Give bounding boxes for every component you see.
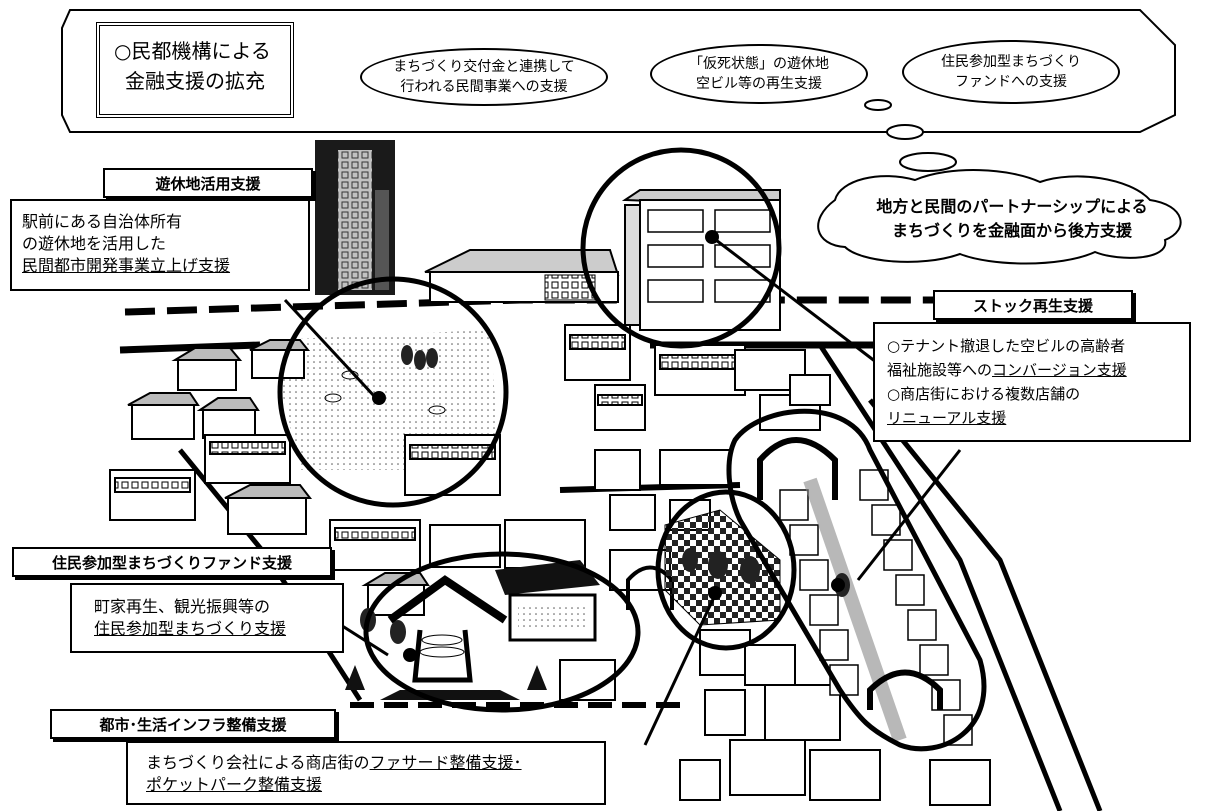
idle-land-header: 遊休地活用支援 bbox=[103, 168, 313, 198]
bubble-koufukin: まちづくり交付金と連携して 行われる民間事業への支援 bbox=[360, 48, 608, 106]
stock-box: ○テナント撤退した空ビルの高齢者 福祉施設等へのコンバージョン支援 ○商店街にお… bbox=[873, 322, 1191, 442]
office-building bbox=[621, 189, 781, 331]
infra-line1-text: まちづくり会社による商店街の bbox=[146, 753, 370, 772]
idle-land-box: 駅前にある自治体所有 の遊休地を活用した 民間都市開発事業立上げ支援 bbox=[10, 199, 310, 291]
tall-building-photo bbox=[315, 140, 395, 295]
top-panel-frame bbox=[61, 9, 1176, 133]
stock-line2-underlined: コンバージョン支援 bbox=[992, 361, 1127, 379]
shrine-circle bbox=[363, 551, 641, 713]
thought-dot bbox=[886, 124, 924, 140]
bubble-idle-land: 「仮死状態」の遊休地 空ビル等の再生支援 bbox=[650, 44, 868, 104]
bubble-line: 「仮死状態」の遊休地 bbox=[689, 56, 829, 72]
thought-dot bbox=[864, 99, 892, 111]
marker-dot bbox=[831, 578, 845, 592]
bubble-line: まちづくり交付金と連携して bbox=[393, 59, 575, 75]
cloud-line1: 地方と民間のパートナーシップによる bbox=[876, 197, 1148, 216]
top-title-line2: 金融支援の拡充 bbox=[125, 69, 265, 93]
top-title-line1: ○民都機構による bbox=[114, 39, 271, 63]
infra-line1: まちづくり会社による商店街のファサード整備支援･ bbox=[146, 752, 586, 774]
stock-line4: リニューアル支援 bbox=[887, 409, 1007, 427]
infra-box: まちづくり会社による商店街のファサード整備支援･ ポケットパーク整備支援 bbox=[126, 741, 606, 805]
bubble-line: ファンドへの支援 bbox=[955, 74, 1067, 90]
office-circle bbox=[580, 147, 782, 349]
resident-fund-line1: 町家再生、観光振興等の bbox=[94, 597, 271, 616]
thought-dot bbox=[899, 152, 957, 172]
shrine bbox=[345, 560, 600, 700]
resident-fund-header: 住民参加型まちづくりファンド支援 bbox=[12, 547, 332, 577]
infra-line1-underlined: ファサード整備支援･ bbox=[369, 753, 522, 772]
bubble-line: 空ビル等の再生支援 bbox=[696, 76, 822, 92]
bubble-fund: 住民参加型まちづくり ファンドへの支援 bbox=[902, 40, 1120, 104]
arcade-gate bbox=[757, 437, 838, 500]
resident-fund-box: 町家再生、観光振興等の 住民参加型まちづくり支援 bbox=[70, 583, 344, 653]
idle-land-line3: 民間都市開発事業立上げ支援 bbox=[22, 256, 231, 275]
pointer-lines bbox=[283, 235, 962, 746]
stock-line3: ○商店街における複数店舗の bbox=[887, 385, 1081, 403]
station-building bbox=[424, 249, 620, 303]
cloud-line2: まちづくりを金融面から後方支援 bbox=[891, 221, 1132, 240]
arcade-gate bbox=[867, 669, 943, 710]
park-circle bbox=[655, 489, 797, 651]
stock-header: ストック再生支援 bbox=[933, 290, 1133, 320]
resident-fund-line2: 住民参加型まちづくり支援 bbox=[94, 619, 287, 638]
idle-land-circle bbox=[277, 276, 509, 508]
arcade-highlight bbox=[726, 408, 987, 752]
infra-line2: ポケットパーク整備支援 bbox=[146, 775, 323, 794]
marker-dot bbox=[372, 391, 386, 405]
marker-dot bbox=[708, 586, 722, 600]
idle-land-line2: の遊休地を活用した bbox=[22, 234, 167, 253]
stock-line2-text: 福祉施設等への bbox=[887, 361, 993, 379]
infra-header: 都市･生活インフラ整備支援 bbox=[50, 709, 336, 739]
bubble-line: 住民参加型まちづくり bbox=[941, 54, 1081, 70]
stock-line2: 福祉施設等へのコンバージョン支援 bbox=[887, 358, 1177, 382]
marker-dot bbox=[403, 648, 417, 662]
thought-cloud-text: 地方と民間のパートナーシップによる まちづくりを金融面から後方支援 bbox=[852, 195, 1172, 243]
thought-cloud-shape bbox=[817, 169, 1182, 265]
idle-land-line1: 駅前にある自治体所有 bbox=[22, 212, 183, 231]
stock-line1: ○テナント撤退した空ビルの高齢者 bbox=[887, 337, 1126, 355]
marker-dot bbox=[705, 230, 719, 244]
bubble-line: 行われる民間事業への支援 bbox=[400, 79, 568, 95]
top-title-box: ○民都機構による 金融支援の拡充 bbox=[96, 22, 294, 118]
